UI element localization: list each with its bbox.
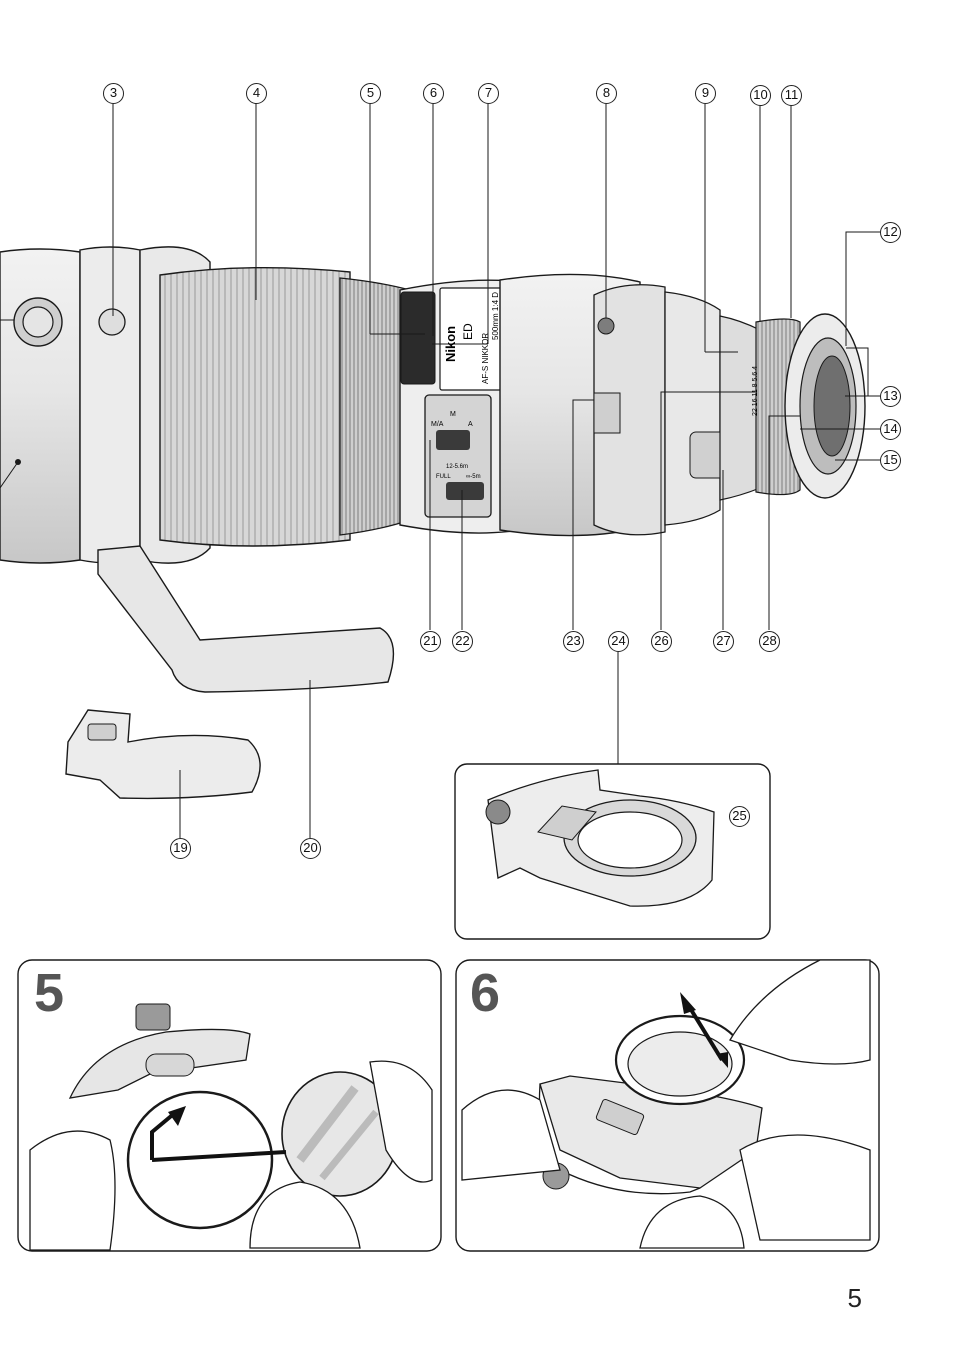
callout-3: 3 xyxy=(103,83,124,104)
callout-11: 11 xyxy=(781,85,802,106)
callout-6: 6 xyxy=(423,83,444,104)
filter-holder-inset xyxy=(454,763,771,940)
focus-ring xyxy=(159,266,411,547)
focal-marking: 500mm 1:4 D xyxy=(491,292,500,340)
focus-limit-switch xyxy=(446,482,484,500)
callout-9: 9 xyxy=(695,83,716,104)
callout-12: 12 xyxy=(880,222,901,243)
leader-lines xyxy=(0,104,880,838)
callout-22: 22 xyxy=(452,631,473,652)
step6-panel xyxy=(455,959,880,1252)
callout-5: 5 xyxy=(360,83,381,104)
callout-10: 10 xyxy=(750,85,771,106)
lens-hood xyxy=(0,246,141,564)
mode-m-label: M xyxy=(450,411,456,418)
brand-marking: Nikon xyxy=(443,326,458,362)
callout-7: 7 xyxy=(478,83,499,104)
lens-handle xyxy=(97,545,395,693)
callout-4: 4 xyxy=(246,83,267,104)
callout-24: 24 xyxy=(608,631,629,652)
callout-8: 8 xyxy=(596,83,617,104)
tripod-collar-knob xyxy=(13,297,63,347)
callout-20: 20 xyxy=(300,838,321,859)
callout-27: 27 xyxy=(713,631,734,652)
callout-23: 23 xyxy=(563,631,584,652)
mode-a-label: A xyxy=(468,421,473,428)
step5-panel xyxy=(17,959,442,1252)
mode-ma-label: M/A xyxy=(431,421,444,428)
limiter-inf-label: ∞-5m xyxy=(466,474,481,480)
callout-26: 26 xyxy=(651,631,672,652)
step-6-number: 6 xyxy=(470,963,501,1023)
focus-mode-switch xyxy=(436,430,470,450)
callout-28: 28 xyxy=(759,631,780,652)
step-5-number: 5 xyxy=(34,963,65,1023)
callout-15: 15 xyxy=(880,450,901,471)
aperture-scale: 22 16 11 8 5.6 4 xyxy=(752,366,759,416)
rear-barrel xyxy=(499,273,801,537)
callout-13: 13 xyxy=(880,386,901,407)
page-number: 5 xyxy=(847,1283,862,1313)
nikkor-marking: AF-S NIKKOR xyxy=(481,333,490,384)
ed-marking: ED xyxy=(461,323,475,340)
callout-14: 14 xyxy=(880,419,901,440)
lens-markings: Nikon ED AF-S NIKKOR 500mm 1:4 D M M/A A… xyxy=(431,292,759,480)
callout-19: 19 xyxy=(170,838,191,859)
lens-mount xyxy=(784,313,866,499)
callout-25: 25 xyxy=(729,806,750,827)
spare-handle xyxy=(65,709,261,800)
callout-21: 21 xyxy=(420,631,441,652)
limiter-full-label: FULL xyxy=(436,474,451,480)
limiter-range-label: 12-5.6m xyxy=(446,464,468,470)
